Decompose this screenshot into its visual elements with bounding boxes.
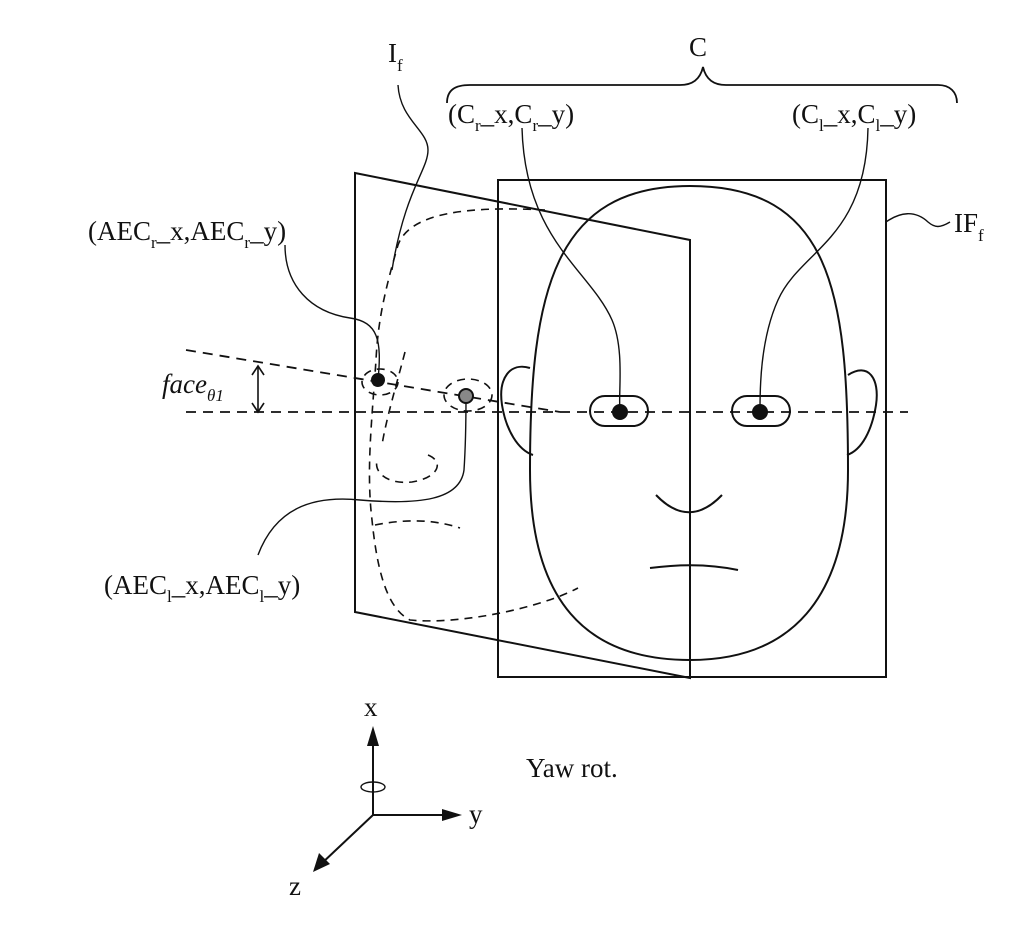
leader-cr [521,127,621,411]
aec-right-dot [371,373,385,387]
aec-right-label: (AECr_x,AECr_y) [88,216,286,252]
right-eye-outline [589,395,649,427]
aec-left-eye-outline [443,378,493,412]
right-ear [500,365,534,456]
mouth-line [649,564,739,571]
tilted-ear-line [381,351,406,446]
z-axis-arrowhead [313,853,330,872]
rotation-label: Yaw rot. [526,753,618,783]
tilted-mouth [374,520,461,529]
center-group-label: C [689,32,707,62]
coordinate-axes [319,735,452,866]
tilted-head-outline [368,208,579,622]
left-ear [846,369,878,456]
leader-cl [759,127,869,411]
frontal-head-outline [528,184,850,662]
leader-aec-l [257,396,467,556]
nose-line [655,494,723,514]
frontal-image-frame [497,179,887,678]
aec-left-dot [458,388,474,404]
aec-left-label: (AECl_x,AECl_y) [104,570,300,606]
y-axis-arrowhead [442,809,462,821]
image-frame-label: If [388,38,403,75]
angle-arrow [251,364,265,414]
axis-y-label: y [469,799,483,829]
left-center-label: (Cl_x,Cl_y) [792,99,916,135]
x-axis-arrowhead [367,726,379,746]
group-brace [446,66,958,104]
leader-aec-r [284,244,381,381]
axis-x-label: x [364,692,378,722]
right-eye-center-dot [612,404,628,420]
aec-right-eye-outline [361,368,399,396]
right-center-label: (Cr_x,Cr_y) [448,99,574,135]
leader-if [391,84,429,271]
left-eye-outline [731,395,791,427]
leader-iff [885,213,951,228]
left-eye-center-dot [752,404,768,420]
angle-label: faceθ1 [162,369,224,405]
tilted-nose [375,454,439,484]
axis-z-label: z [289,871,301,901]
frontal-frame-label: IFf [954,208,984,245]
